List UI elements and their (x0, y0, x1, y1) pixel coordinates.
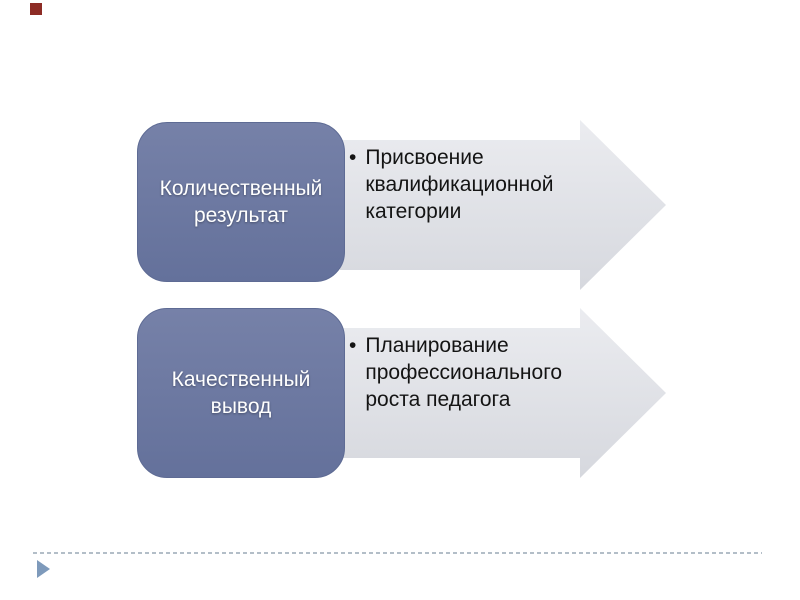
arrow-label: Планирование профессионального роста пед… (365, 334, 563, 411)
arrow-text-block: • Планирование профессионального роста п… (349, 332, 587, 413)
arrow-text-block: • Присвоение квалификационной категории (349, 144, 587, 225)
arrow-label: Присвоение квалификационной категории (365, 146, 554, 223)
box-label: Количественный результат (159, 177, 323, 227)
right-arrow-shape (340, 308, 666, 478)
rounded-label-box: Количественный результат (137, 122, 345, 282)
bullet-marker: • (349, 146, 357, 169)
bullet-marker: • (349, 334, 357, 357)
right-arrow-shape (340, 120, 666, 290)
footer-dashed-line (33, 552, 762, 554)
accent-square (30, 3, 42, 15)
rounded-label-box: Качественный вывод (137, 308, 345, 478)
footer-arrow-icon (37, 560, 50, 578)
box-label: Качественный вывод (171, 368, 311, 418)
